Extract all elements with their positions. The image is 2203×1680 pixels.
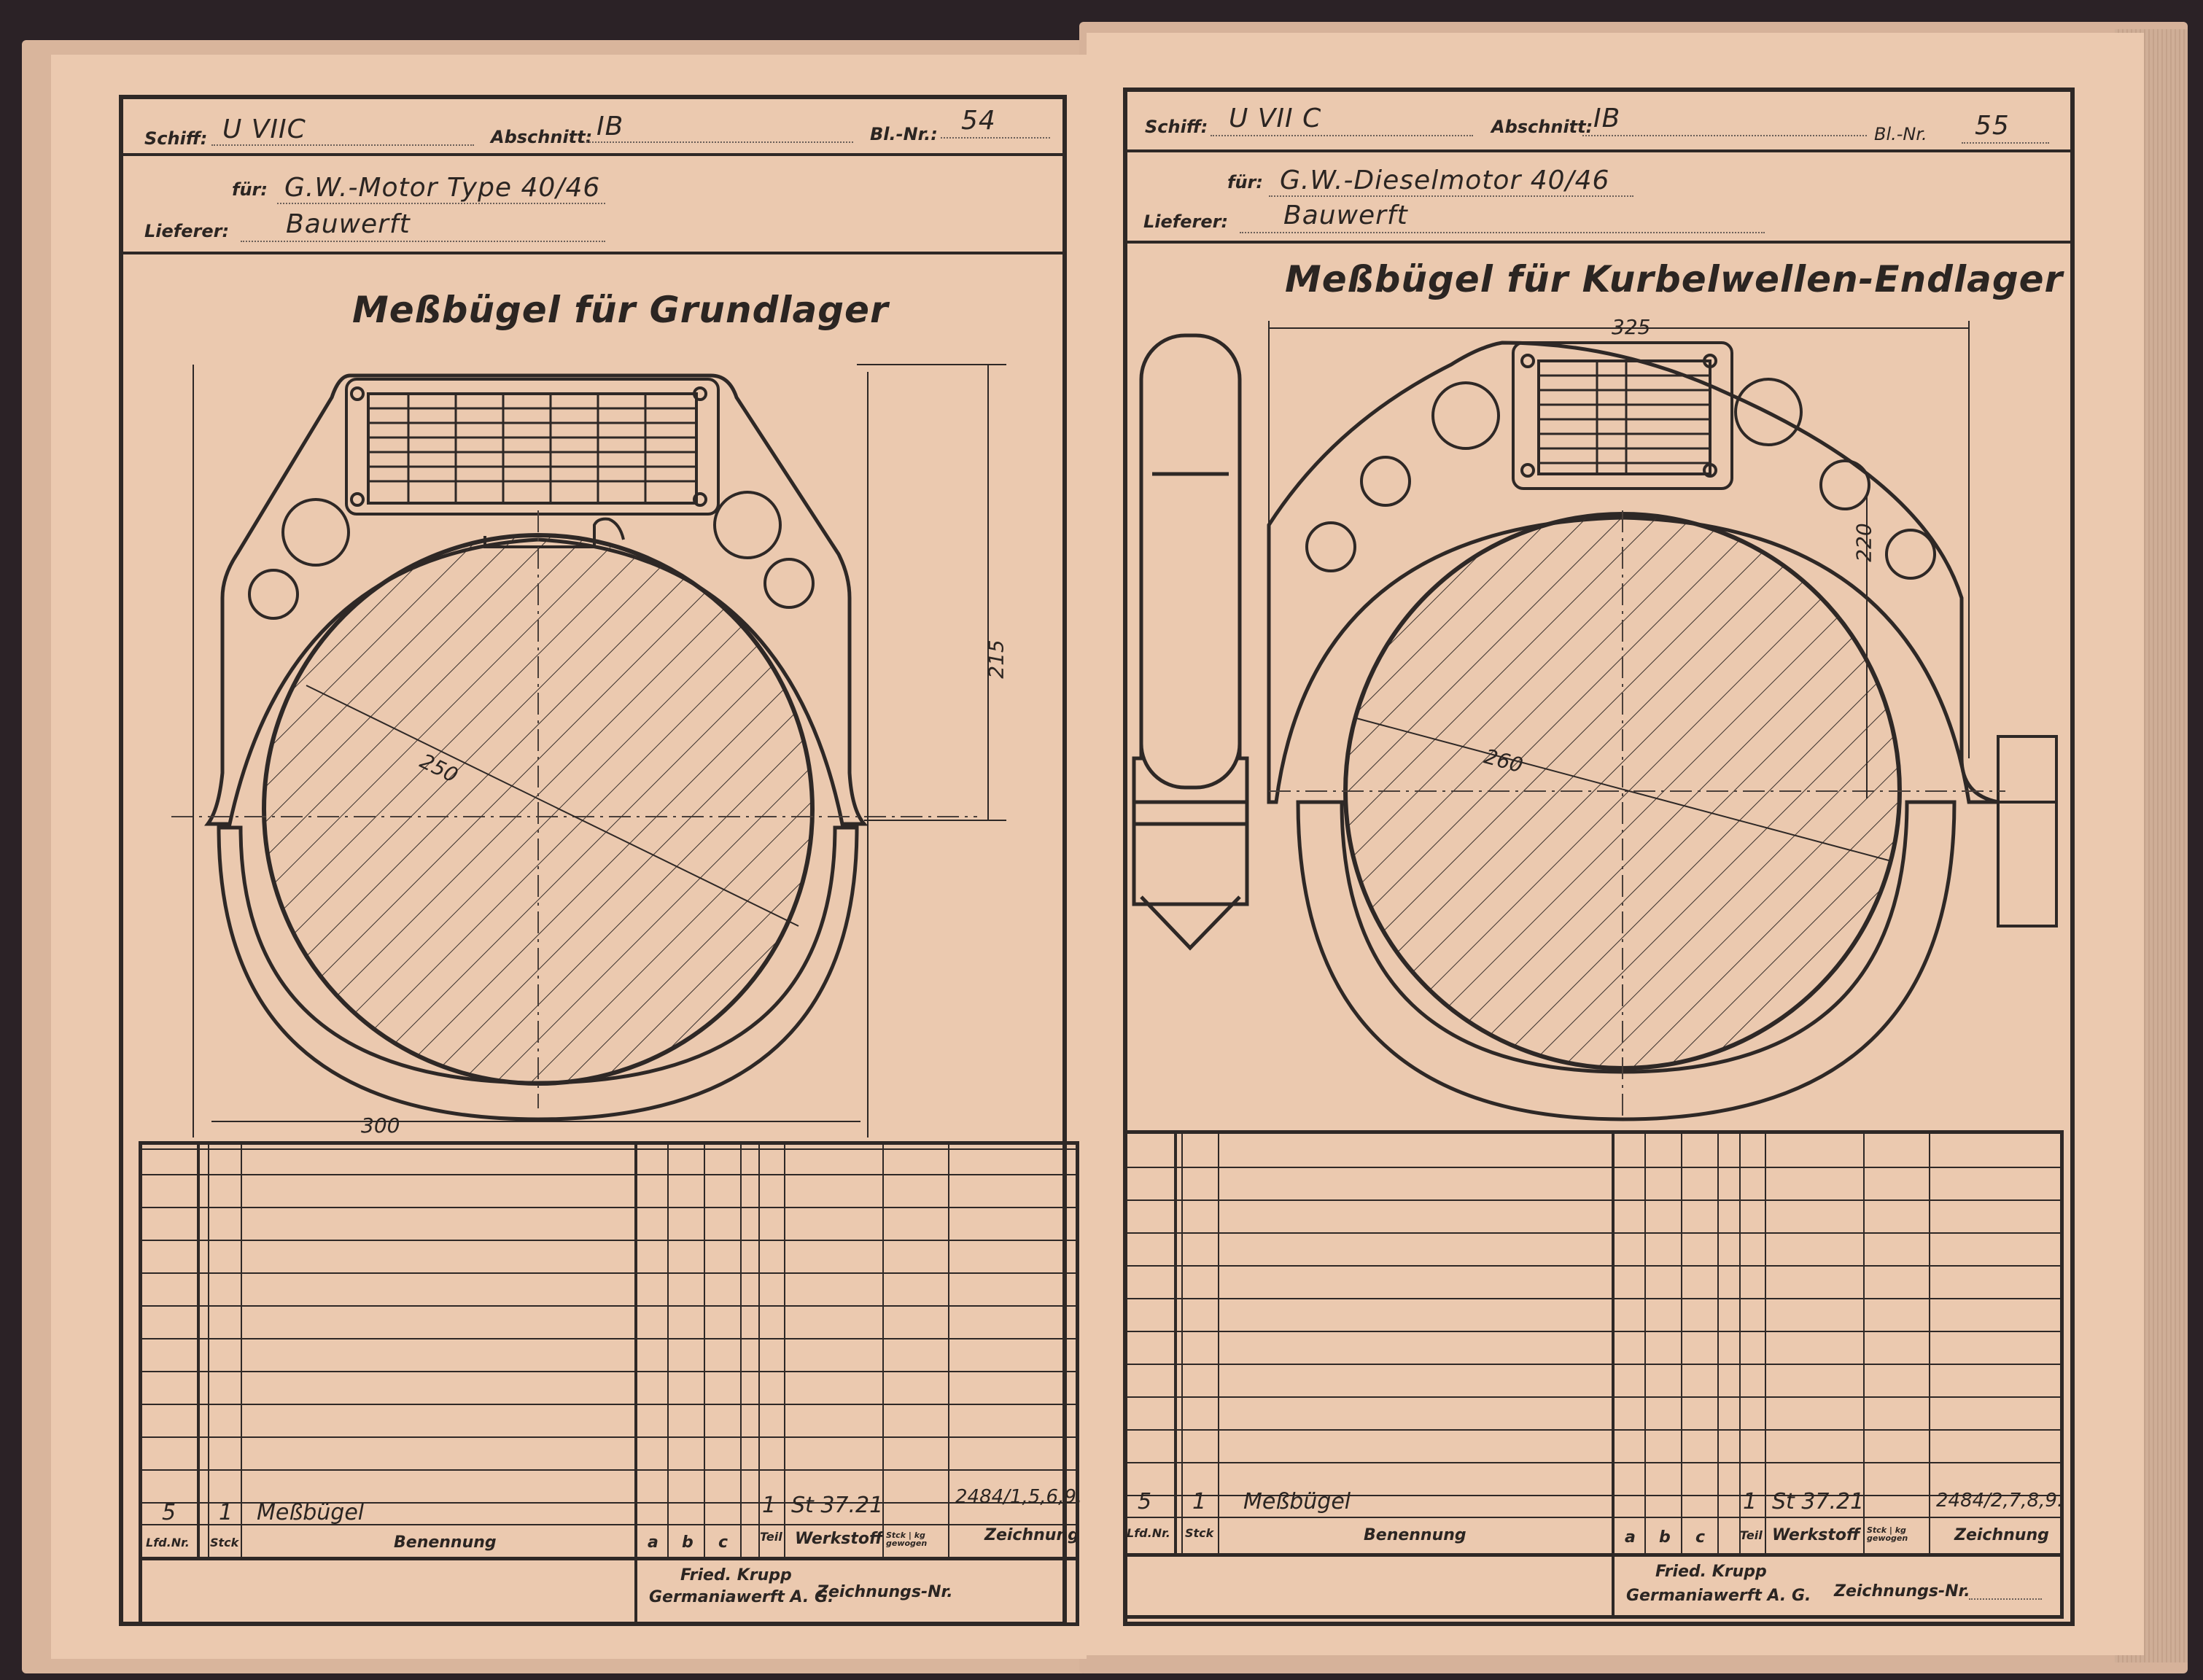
right-grid-window bbox=[1512, 341, 1733, 490]
left-fuer-dots bbox=[277, 203, 605, 204]
left-abschnitt-dots bbox=[583, 141, 853, 143]
right-hdr-c: c bbox=[1695, 1528, 1706, 1547]
left-fuer-value: G.W.-Motor Type 40/46 bbox=[284, 173, 601, 203]
right-screw-holes bbox=[1305, 354, 1936, 580]
right-grid-lines bbox=[1539, 361, 1710, 474]
right-row-stck: 1 bbox=[1192, 1489, 1207, 1514]
left-parts-table bbox=[139, 1141, 1079, 1560]
right-hdr-gewicht: Stck | kg gewogen bbox=[1867, 1525, 1908, 1543]
left-row-benennung: Meßbügel bbox=[257, 1500, 365, 1525]
left-hdr-gewicht: Stck | kg gewogen bbox=[886, 1531, 928, 1548]
right-znr-label: Zeichnungs-Nr. bbox=[1834, 1582, 1970, 1601]
right-dim-height: 220 bbox=[1852, 523, 1876, 562]
right-title-block bbox=[1123, 1553, 2064, 1619]
right-fuer-value: G.W.-Dieselmotor 40/46 bbox=[1280, 166, 1610, 195]
left-hdr-werkstoff: Werkstoff bbox=[795, 1530, 883, 1548]
left-schiff-value: U VIIC bbox=[222, 114, 306, 144]
left-blatt-dots bbox=[941, 137, 1050, 139]
left-header-divider bbox=[119, 153, 1067, 156]
left-blatt-label: Bl.-Nr.: bbox=[870, 124, 938, 144]
left-row-werkstoff: St 37.21 bbox=[791, 1493, 884, 1518]
right-blatt-value: 55 bbox=[1975, 111, 2010, 141]
left-abschnitt-value: IB bbox=[597, 112, 624, 141]
left-title-block bbox=[139, 1557, 1079, 1626]
right-technical-drawing bbox=[1132, 321, 2058, 1121]
right-bracket-outline bbox=[1267, 341, 1999, 1121]
right-hdr-benennung: Benennung bbox=[1364, 1526, 1466, 1544]
right-hdr-werkstoff: Werkstoff bbox=[1772, 1526, 1860, 1544]
right-hdr-b: b bbox=[1659, 1528, 1671, 1547]
left-fuer-label: für: bbox=[232, 179, 268, 200]
right-hdr-teil: Teil bbox=[1740, 1528, 1763, 1542]
right-pin-side-view bbox=[1132, 333, 1249, 951]
right-company1: Fried. Krupp bbox=[1655, 1563, 1767, 1581]
right-row-benennung: Meßbügel bbox=[1243, 1489, 1351, 1514]
right-center-lines bbox=[1269, 510, 2005, 1116]
left-row-stck: 1 bbox=[219, 1500, 233, 1525]
right-side-pin-stub bbox=[1997, 735, 2058, 928]
left-schiff-label: Schiff: bbox=[144, 128, 208, 149]
left-abschnitt-label: Abschnitt: bbox=[491, 127, 593, 147]
left-row-zeichnung: 2484/1,5,6,9. bbox=[955, 1486, 1083, 1508]
left-technical-drawing bbox=[171, 364, 1006, 1138]
right-hdr-a: a bbox=[1625, 1528, 1636, 1547]
left-company1: Fried. Krupp bbox=[680, 1566, 792, 1584]
left-lieferer-label: Lieferer: bbox=[144, 221, 230, 241]
left-hdr-c: c bbox=[718, 1533, 728, 1552]
left-lieferer-value: Bauwerft bbox=[286, 209, 411, 239]
right-row-zeichnung: 2484/2,7,8,9. bbox=[1936, 1490, 2064, 1512]
left-drawing-title: Meßbügel für Grundlager bbox=[352, 289, 889, 331]
left-dim-width: 300 bbox=[361, 1113, 400, 1138]
right-subheader-divider bbox=[1123, 241, 2075, 244]
left-znr-label: Zeichnungs-Nr. bbox=[817, 1583, 953, 1601]
right-company2: Germaniawerft A. G. bbox=[1626, 1587, 1811, 1605]
right-dimension-lines bbox=[1268, 321, 1970, 861]
left-grid-window bbox=[345, 378, 720, 516]
right-lieferer-label: Lieferer: bbox=[1143, 211, 1229, 232]
right-abschnitt-label: Abschnitt: bbox=[1491, 117, 1593, 137]
right-hdr-stck: Stck bbox=[1185, 1526, 1214, 1540]
left-blatt-value: 54 bbox=[961, 106, 996, 136]
left-hdr-a: a bbox=[648, 1533, 658, 1552]
right-blatt-label: Bl.-Nr. bbox=[1874, 124, 1927, 144]
left-schiff-dots bbox=[211, 144, 474, 146]
left-hdr-zeichnung: Zeichnung bbox=[984, 1526, 1079, 1544]
right-hdr-lfd: Lfd.Nr. bbox=[1127, 1526, 1170, 1540]
left-subheader-divider bbox=[119, 252, 1067, 254]
right-row-teil: 1 bbox=[1743, 1489, 1757, 1514]
left-hdr-lfd: Lfd.Nr. bbox=[146, 1536, 190, 1549]
left-hdr-stck: Stck bbox=[210, 1536, 239, 1549]
left-lieferer-dots bbox=[241, 241, 605, 242]
left-dimension-lines bbox=[193, 364, 1006, 1138]
right-dim-width: 325 bbox=[1612, 315, 1651, 339]
right-row-lfd: 5 bbox=[1138, 1489, 1152, 1514]
left-hdr-b: b bbox=[682, 1533, 693, 1552]
left-hdr-benennung: Benennung bbox=[394, 1533, 497, 1552]
right-lieferer-value: Bauwerft bbox=[1283, 201, 1408, 230]
left-hdr-teil: Teil bbox=[760, 1530, 782, 1544]
left-screw-holes bbox=[248, 386, 815, 620]
left-row-lfd: 5 bbox=[162, 1500, 176, 1525]
left-grid-lines bbox=[368, 394, 696, 503]
right-header-divider bbox=[1123, 149, 2075, 152]
right-sheet-frame bbox=[1123, 88, 2075, 1626]
right-row-werkstoff: St 37.21 bbox=[1772, 1489, 1865, 1514]
right-hdr-zeichnung: Zeichnung bbox=[1954, 1526, 2049, 1544]
right-drawing-title: Meßbügel für Kurbelwellen-Endlager bbox=[1285, 258, 2064, 300]
left-company2: Germaniawerft A. G. bbox=[649, 1588, 834, 1606]
right-schiff-value: U VII C bbox=[1229, 104, 1322, 133]
right-schiff-label: Schiff: bbox=[1145, 117, 1208, 137]
left-row-teil: 1 bbox=[762, 1493, 777, 1518]
right-fuer-label: für: bbox=[1227, 172, 1263, 192]
right-abschnitt-value: IB bbox=[1593, 104, 1621, 133]
